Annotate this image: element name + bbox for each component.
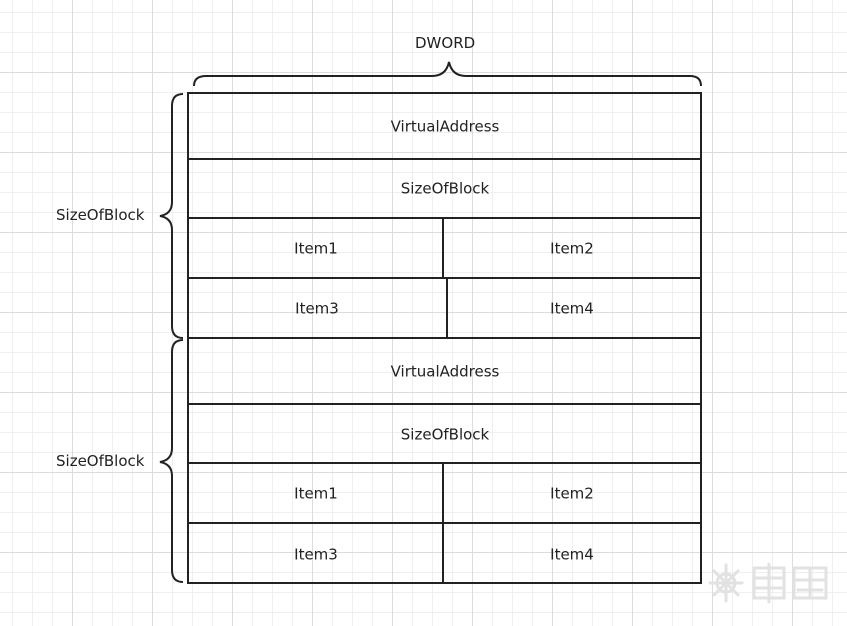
cell-virtual-address: VirtualAddress bbox=[390, 362, 500, 381]
cell-item: Item3 bbox=[295, 299, 339, 318]
left-brace-block-2 bbox=[159, 339, 184, 583]
left-brace-block-1 bbox=[159, 93, 184, 339]
cell-item: Item4 bbox=[550, 545, 594, 564]
cell-item: Item1 bbox=[294, 239, 338, 258]
side-label-block-1: SizeOfBlock bbox=[56, 206, 145, 224]
cell-item: Item2 bbox=[550, 484, 594, 503]
kanxue-logo-icon bbox=[708, 562, 828, 604]
side-label-block-2: SizeOfBlock bbox=[56, 452, 145, 470]
top-brace bbox=[193, 61, 702, 87]
cell-virtual-address: VirtualAddress bbox=[390, 117, 500, 136]
cell-item: Item3 bbox=[294, 545, 338, 564]
cell-size-of-block: SizeOfBlock bbox=[400, 179, 490, 198]
cell-item: Item4 bbox=[550, 299, 594, 318]
cell-size-of-block: SizeOfBlock bbox=[400, 425, 490, 444]
cell-item: Item1 bbox=[294, 484, 338, 503]
cell-item: Item2 bbox=[550, 239, 594, 258]
dword-label: DWORD bbox=[415, 34, 476, 52]
